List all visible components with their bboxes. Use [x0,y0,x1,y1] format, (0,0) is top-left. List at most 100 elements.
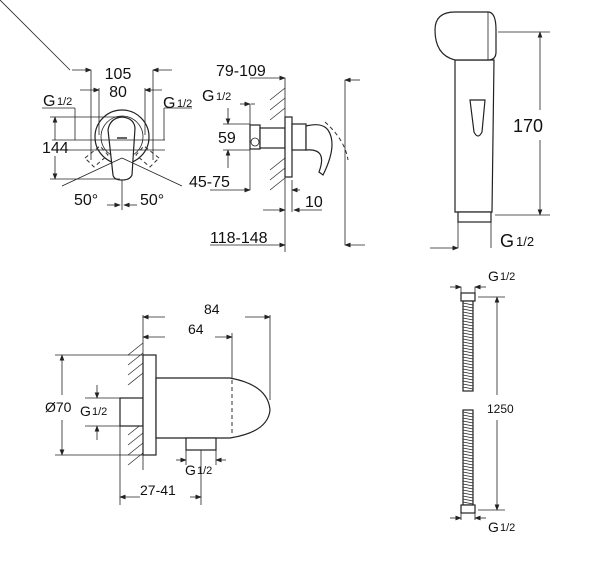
hose-coil [462,462,474,466]
hose-coil [462,501,474,505]
hose-coil [462,329,474,333]
hose-coil [462,471,474,475]
thread-fraction: 1/2 [92,406,107,418]
hose-coil [462,344,474,348]
mixer-front-view: 105 80 G 1/2 G 1/2 144 50° 50° [0,0,192,210]
dim-hose-length: 1250 [487,402,514,416]
dim-depth-range: 79-109 [216,63,266,80]
thread-base: G [43,93,55,110]
thread-base: G [185,462,196,478]
hose-coil [462,438,474,442]
hose-coil [462,314,474,318]
outlet-connector [185,437,217,451]
hose-coil [462,426,474,430]
hose-coil [462,480,474,484]
hose-coil [462,474,474,478]
wall-bracket: 84 64 Ø70 G 1/2 G 1/2 27-41 [45,301,271,505]
hose-coil [462,374,474,378]
thread-base: G [488,268,499,284]
valve-body [259,127,286,149]
hose-coil [462,317,474,321]
thread-fraction: 1/2 [500,522,515,534]
dim-width-outer: 105 [105,66,132,83]
hose-coil [462,305,474,309]
angle-left: 50° [74,192,98,209]
side-escutcheon [284,116,293,178]
lever-rotated-right [135,145,160,168]
dim-total-depth: 118-148 [210,230,268,247]
hose-coil [462,335,474,339]
hose-coil [462,411,474,415]
hose-coil [462,429,474,433]
hose-coil [462,356,474,360]
thread-fraction: 1/2 [57,96,72,108]
hose-coil [462,320,474,324]
hose-coil [462,477,474,481]
hose-coil [462,365,474,369]
dim-wall-depth: 45-75 [189,174,230,191]
hose-coil [462,447,474,451]
dim-body-length: 64 [188,321,204,337]
thread-label-hose-bottom: G 1/2 [488,519,515,535]
hose-coil [462,332,474,336]
thread-fraction: 1/2 [516,234,534,249]
hose-coil [462,483,474,487]
dim-plate-offset: 10 [305,194,323,211]
hose-coil [462,495,474,499]
dim-shower-length: 170 [513,116,543,136]
thread-fraction: 1/2 [197,465,212,477]
hose-coil [462,453,474,457]
dim-install-depth: 27-41 [140,482,176,498]
hose-nut-top [460,292,476,302]
hose-coil [462,377,474,381]
hose-coil [462,380,474,384]
thread-base: G [500,231,514,251]
thread-base: G [163,95,175,112]
dim-width-inner: 80 [109,84,127,101]
trigger-button [469,99,486,137]
hose-coil [462,432,474,436]
valve-connection [249,124,261,150]
thread-label-hose-top: G 1/2 [488,268,515,284]
hose-coil [462,450,474,454]
inlet-connector [119,397,144,427]
hose-coil [462,341,474,345]
hose-coil [462,353,474,357]
thread-base: G [80,403,91,419]
thread-label-outlet: G 1/2 [185,462,212,478]
hose-coil [462,311,474,315]
hose-coil [462,368,474,372]
hose-coil [462,414,474,418]
bracket-base [142,354,157,456]
shower-hose: G 1/2 1250 G 1/2 [450,268,515,535]
hose-coil [462,417,474,421]
dim-connection-height: 59 [218,130,236,147]
hose-coil [462,459,474,463]
hose-coil [462,371,474,375]
thread-label-side: G 1/2 [202,88,231,105]
thread-label-right: G 1/2 [163,95,192,112]
dim-height: 144 [42,140,69,157]
shower-head [434,11,497,61]
dim-diameter: Ø70 [45,399,72,415]
lever-rotated-left [84,145,109,168]
hose-coil [462,420,474,424]
hose-coil [462,362,474,366]
hose-coil [462,383,474,387]
hose-coil [462,441,474,445]
hose-coil [462,444,474,448]
hose-coil [462,323,474,327]
hose-coil [462,468,474,472]
hose-coil [462,423,474,427]
thread-fraction: 1/2 [216,91,231,103]
hose-coil [462,338,474,342]
hand-shower: 170 G 1/2 [430,11,550,251]
shower-handle [454,59,495,213]
hose-coil [462,435,474,439]
hose-coil [462,456,474,460]
angle-right: 50° [140,192,164,209]
hose-coil [462,350,474,354]
hose-coil [462,302,474,306]
bracket-body [155,377,271,439]
hose-coil [462,465,474,469]
